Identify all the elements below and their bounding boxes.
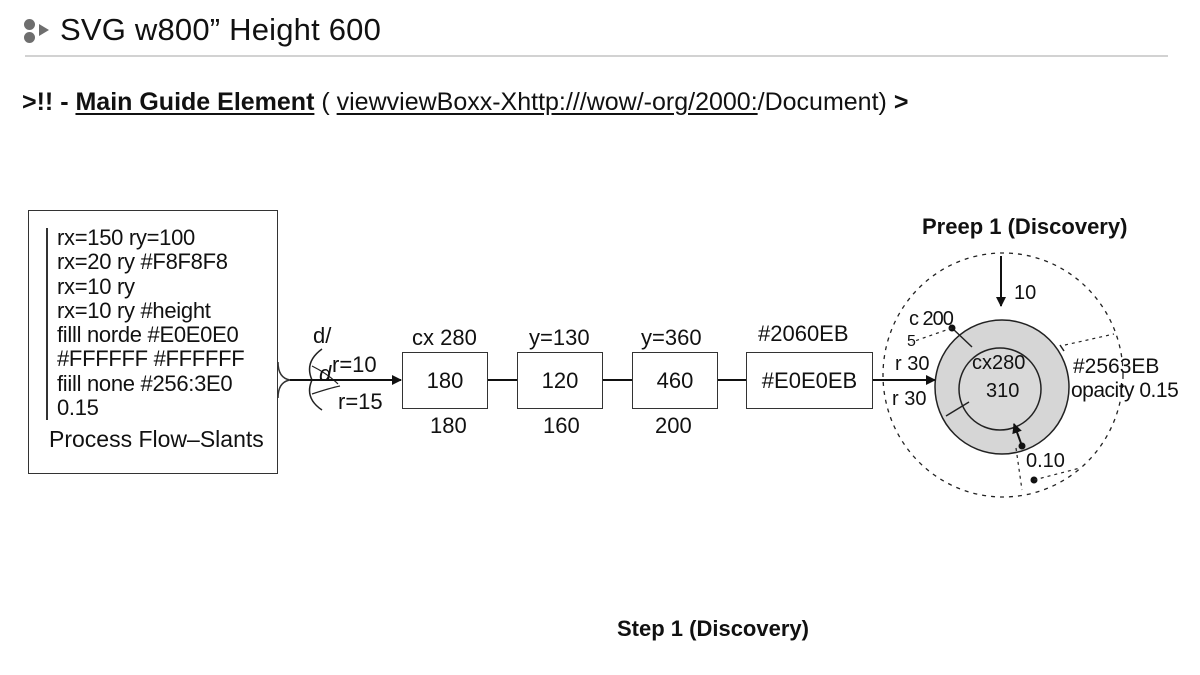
opacity-label: opacity 0.15 <box>1071 379 1179 402</box>
radius-arrow <box>1012 423 1023 447</box>
dashed-guide <box>1015 447 1023 491</box>
subtitle-paren: ( <box>314 88 337 116</box>
note-line: rx=10 ry <box>57 273 135 299</box>
swash-curve <box>311 365 341 395</box>
r-top-circle-label: r 30 <box>895 353 930 375</box>
flow-box-3[interactable]: 460 <box>632 352 718 409</box>
c-label: c 200 <box>909 308 954 330</box>
flow-box-1[interactable]: 180 <box>402 352 488 409</box>
note-line: filll norde #E0E0E0 <box>57 322 239 348</box>
note-line: 0.15 <box>57 395 99 421</box>
guide-subtitle: >!! - Main Guide Element ( viewviewBoxx-… <box>22 88 908 117</box>
box-2-value: 120 <box>541 367 579 393</box>
page-title: SVG w800” Height 600 <box>60 12 382 47</box>
notes-panel <box>28 210 278 474</box>
center-label-1: cx280 <box>972 352 1026 374</box>
main-guide-element-link[interactable]: Main Guide Element <box>75 88 315 116</box>
d-label: d/ <box>313 323 332 348</box>
dashed-guide <box>1064 333 1115 346</box>
box-1-bottom-label: 180 <box>430 413 467 438</box>
d-glyph: d <box>319 361 332 386</box>
brace-connector <box>277 361 291 399</box>
subtitle-prefix: >!! - <box>22 88 76 116</box>
title-divider <box>25 55 1168 57</box>
play-dots-icon <box>20 13 56 47</box>
box-2-bottom-label: 160 <box>543 413 580 438</box>
step-label: Step 1 (Discovery) <box>617 616 809 641</box>
box-3-top-label: y=360 <box>641 325 702 350</box>
box-1-value: 180 <box>426 367 464 393</box>
box-4-value: #E0E0EB <box>761 367 858 393</box>
note-line: fiill none #256:3E0 <box>57 370 233 396</box>
notes-caption: Process Flow–Slants <box>49 426 264 452</box>
top-arrow-label: 10 <box>1014 282 1037 304</box>
r-bottom-label: r=15 <box>338 389 383 414</box>
box-1-top-label: cx 280 <box>412 325 477 350</box>
flow-box-2[interactable]: 120 <box>517 352 603 409</box>
ring-spoke <box>945 401 970 417</box>
dashed-guide <box>911 327 953 343</box>
box-3-value: 460 <box>656 367 694 393</box>
dashed-outer-ring <box>882 252 1124 498</box>
center-label-2: 310 <box>986 380 1020 402</box>
subtitle-close: > <box>893 88 909 116</box>
notes-list: rx=150 ry=100 rx=20 ry #F8F8F8 rx=10 ry … <box>57 225 245 421</box>
bottom-radius-label: 0.10 <box>1026 450 1065 472</box>
color-label: #2563EB <box>1073 355 1160 378</box>
note-line: rx=10 ry #height <box>57 297 211 323</box>
box-3-bottom-label: 200 <box>655 413 692 438</box>
inner-circle <box>958 347 1042 431</box>
five-label: 5 <box>907 333 916 350</box>
r-top-label: r=10 <box>332 352 377 377</box>
dashed-guide <box>1033 467 1081 481</box>
subtitle-tail: /Document) <box>757 88 894 116</box>
flow-box-4[interactable]: #E0E0EB <box>746 352 873 409</box>
r-bottom-circle-label: r 30 <box>892 388 927 410</box>
page-header: SVG w800” Height 600 <box>20 10 381 50</box>
notes-margin-bar <box>46 228 48 420</box>
box-2-top-label: y=130 <box>529 325 590 350</box>
ring-spoke <box>951 327 973 348</box>
note-line: rx=20 ry #F8F8F8 <box>57 249 228 275</box>
note-line: rx=150 ry=100 <box>57 225 195 250</box>
box-4-top-label: #2060EB <box>758 321 849 346</box>
circle-title: Preep 1 (Discovery) <box>922 214 1128 239</box>
note-line: #FFFFFF #FFFFFF <box>57 346 245 372</box>
ring-tick <box>1059 344 1065 352</box>
viewbox-link[interactable]: viewviewBoxx-Xhttp:///wow/-org/2000: <box>336 88 758 116</box>
